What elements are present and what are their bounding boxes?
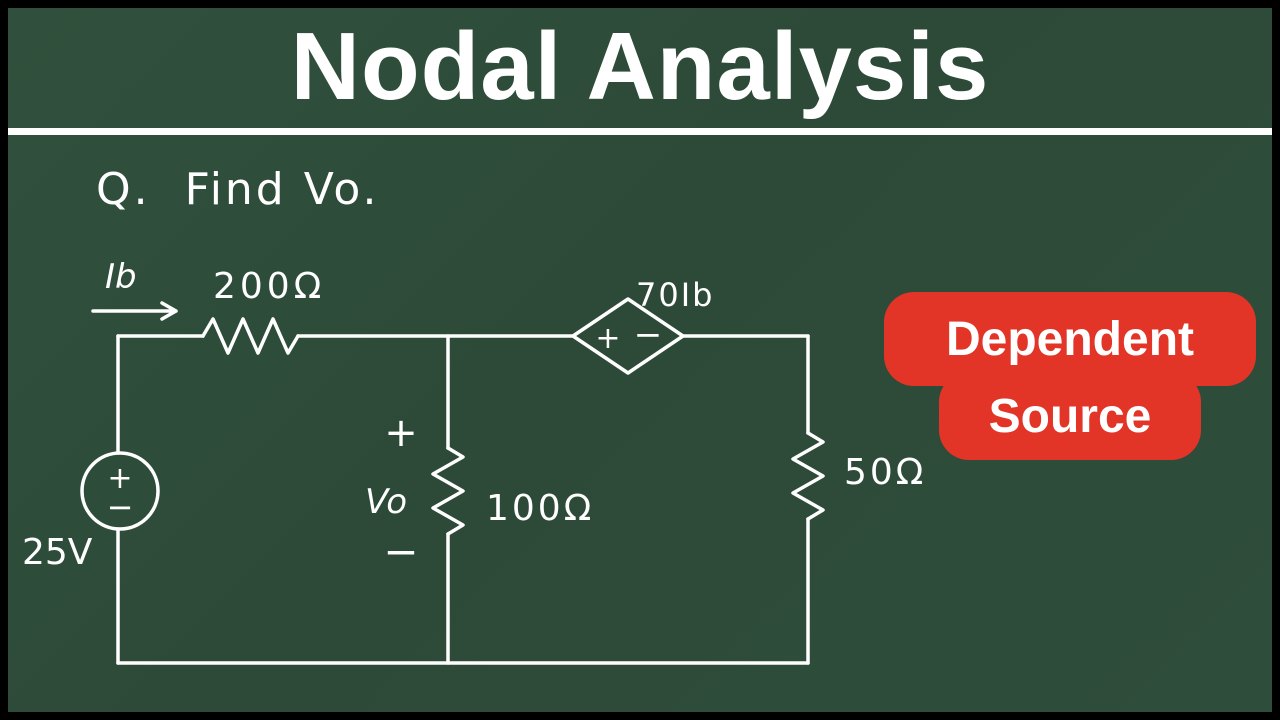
- source-plus-icon: +: [107, 461, 132, 496]
- label-output-voltage: Vo: [365, 482, 407, 522]
- label-resistor-right: 50Ω: [844, 452, 926, 493]
- voltage-source-icon: [80, 451, 160, 531]
- resistor-50-icon: [791, 431, 825, 521]
- current-arrow-icon: [91, 301, 178, 321]
- circuit-wires: [80, 297, 825, 665]
- badge-line1: Dependent: [884, 292, 1256, 386]
- resistor-100-icon: [431, 446, 465, 536]
- badge-line2: Source: [939, 372, 1201, 460]
- label-resistor-middle: 100Ω: [486, 488, 594, 529]
- resistor-200-icon: [201, 317, 300, 355]
- dep-source-plus-icon: +: [595, 321, 620, 356]
- dependent-source-badge: Dependent Source: [884, 292, 1256, 460]
- page-title: Nodal Analysis: [290, 13, 990, 120]
- vo-minus-icon: −: [383, 527, 418, 576]
- vo-plus-icon: +: [384, 410, 418, 456]
- label-dependent-source: 70Ib: [636, 276, 714, 314]
- label-branch-current: Ib: [105, 257, 137, 297]
- question-text: Q. Find Vo.: [96, 164, 380, 215]
- title-divider: [8, 128, 1272, 135]
- label-resistor-top: 200Ω: [213, 266, 325, 307]
- circuit-diagram: Ib 200Ω 70Ib 25V 100Ω 50Ω + Vo − + − + −: [22, 257, 926, 665]
- label-voltage-source: 25V: [22, 532, 93, 573]
- source-minus-icon: −: [107, 488, 134, 526]
- dep-source-minus-icon: −: [634, 315, 663, 355]
